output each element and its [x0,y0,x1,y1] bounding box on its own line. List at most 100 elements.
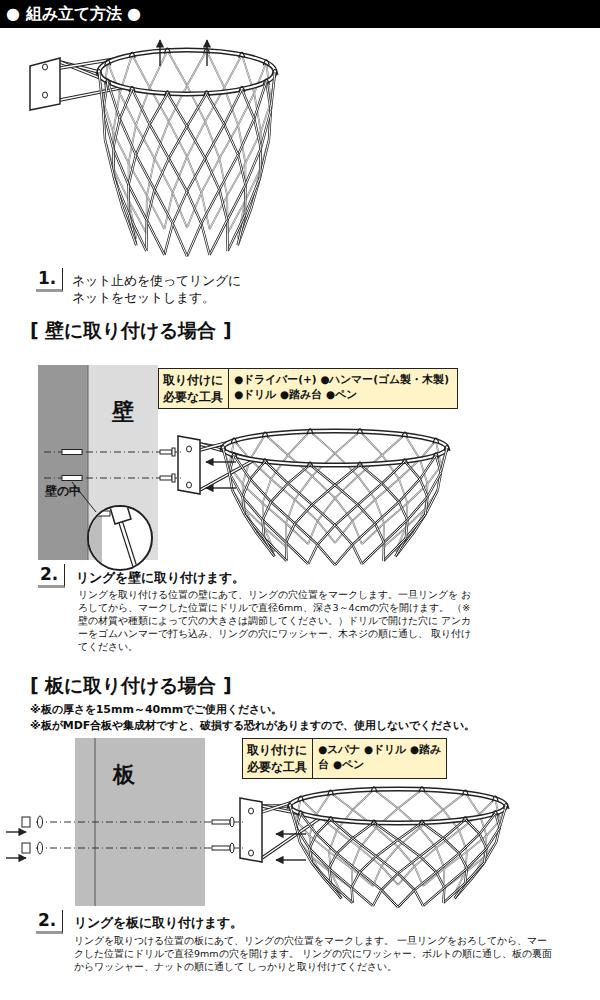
net-strand [210,220,228,255]
step-body: リングを取り付ける位置の壁にあて、リングの穴位置をマークします。一旦リングを お… [78,588,478,653]
bolt-hole [187,446,192,452]
net-hook [262,432,268,438]
net-strand [376,856,398,873]
net-strand [329,853,337,868]
net-strand [228,215,245,251]
net-strand [310,465,335,485]
net-strand [245,178,260,215]
net-strand [129,185,147,221]
wall-inside-fill [38,365,88,560]
net-strand [360,856,376,872]
net-strand [150,124,169,158]
net-strand [169,86,187,122]
net-strand [373,890,382,906]
net-strand [164,223,172,254]
net-strand [245,178,260,215]
net-strand [383,538,405,561]
net-strand [132,89,150,124]
net-strand [360,431,382,455]
net-strand [358,483,382,504]
net-strand [219,190,227,221]
net-strand [318,545,335,565]
label-slot: ※板の厚さを15mm～40mmでご使用ください。 [30,702,282,717]
net-strand [114,178,123,208]
net-strand [381,890,398,907]
net-strand [362,542,384,564]
net-strand [113,119,120,148]
net-strand [201,158,219,192]
net-strand [286,524,295,543]
net-strand [187,86,205,122]
label-slot: リングを取り付ける位置の壁にあて、リングの穴位置をマークします。一旦リングを お… [78,588,478,653]
direction-arrow [206,40,207,66]
net-hook [287,804,293,810]
net-strand [335,505,358,525]
net-strand [244,185,245,215]
net-strand [312,505,335,525]
net-strand [318,545,335,565]
net-strand [376,840,398,856]
net-strand [187,51,207,86]
net-strand [316,834,336,854]
net-strand [406,515,426,539]
hammer-head [110,502,131,524]
net-strand [406,515,426,539]
region-label: 板 [75,738,205,790]
net-strand [316,834,336,854]
net-strand [155,158,173,192]
net-strand [295,505,312,524]
net-strand [173,223,187,256]
net-strand [353,838,376,856]
net-strand [436,853,459,872]
net-strand [335,431,360,453]
net-strand [288,483,312,504]
net-strand [271,72,275,111]
net-strand [459,853,467,868]
hoop-illustration [178,429,450,565]
net-strand [335,525,352,545]
net-strand [147,220,165,255]
net-strand [256,533,274,557]
net-strand [415,872,437,890]
washer [230,843,234,853]
net-strand [444,852,467,869]
net-strand [308,545,317,564]
net-strand [382,435,405,455]
hammer-handle [120,520,136,570]
net-hook [129,52,135,58]
ring [290,789,506,823]
net-strand [169,158,187,191]
net-strand [250,461,265,479]
net-strand [123,208,137,245]
net-hook [204,91,210,97]
net-strand [360,431,382,455]
net-hook [371,820,377,826]
net-hook [328,790,334,796]
washer [38,816,43,828]
net-hook [462,790,468,796]
net-strand [169,86,187,122]
direction-arrow [206,487,236,488]
net-strand [245,515,265,539]
net-hook [402,432,408,438]
net-strand [173,223,187,256]
step-title: リングを壁に取り付けます。 [76,569,245,586]
net-strand [420,856,436,872]
net-strand [250,479,271,502]
net-strand [256,533,274,557]
net-strand [147,190,155,221]
page-title: ● 組み立て方法 ● [0,0,600,28]
wood-screw [160,450,172,454]
net-hook [307,462,313,468]
bolt [212,820,230,824]
net-strand [420,479,428,497]
net-strand [238,155,245,185]
bolt-hole [43,64,48,70]
net-strand [335,431,360,453]
label-slot: ※板がMDF合板や集成材ですと、破損する恐れがありますので、使用しないでください… [30,718,475,733]
net-strand [459,834,479,854]
wood-screw [160,476,172,480]
bracket-plate [178,436,200,494]
net-strand [455,878,473,898]
nut [22,817,30,827]
